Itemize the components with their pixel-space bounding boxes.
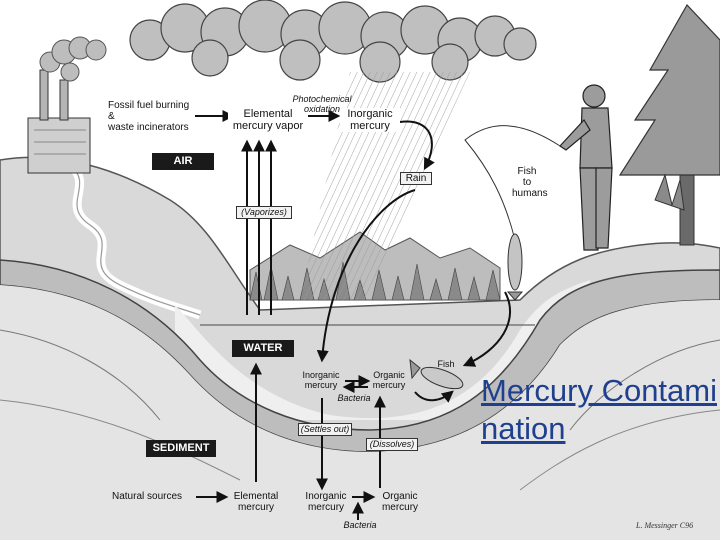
lake-water (175, 280, 590, 420)
fisherman (559, 84, 613, 251)
clouds (129, 0, 537, 83)
inorganic-water-label: Inorganic mercury (302, 370, 340, 390)
sediment-tag: SEDIMENT (146, 440, 216, 457)
bacteria-water-label: Bacteria (337, 393, 371, 403)
vaporizes-box: (Vaporizes) (236, 206, 292, 219)
elemental-vapor-label: Elemental mercury vapor (228, 108, 308, 132)
flow-arrows (195, 110, 511, 520)
elemental-sediment-label: Elemental mercury (233, 491, 279, 513)
settles-out-box: (Settles out) (298, 423, 352, 436)
smoke (39, 36, 107, 82)
rain-box: Rain (400, 172, 432, 185)
dissolves-box: (Dissolves) (366, 438, 418, 451)
bacteria-sediment-label: Bacteria (343, 520, 377, 530)
factory (27, 69, 91, 174)
water-tag: WATER (232, 340, 294, 357)
organic-sediment-label: Organic mercury (381, 491, 419, 513)
ground-contours (0, 329, 720, 431)
arrow-fish-up (462, 291, 511, 367)
organic-water-label: Organic mercury (372, 370, 406, 390)
natural-sources-label: Natural sources (112, 491, 183, 502)
photochemical-label: Photochemical oxidation (292, 94, 352, 114)
arrow-rain-to-water (316, 189, 416, 363)
arrow-inorganic-to-rain (399, 120, 435, 171)
fish-label: Fish (437, 359, 455, 369)
caught-fish (506, 233, 524, 301)
tree (618, 3, 720, 246)
slide-title[interactable]: Mercury Contamination (481, 373, 717, 446)
inorganic-air-label: Inorganic mercury (340, 108, 400, 132)
fish-to-humans-label: Fish to humans (512, 166, 548, 199)
arrow-organic-to-fish (414, 390, 454, 403)
fishing-line (464, 125, 561, 241)
swimming-fish (409, 358, 464, 390)
fossil-fuel-label: Fossil fuel burning & waste incinerators (108, 100, 190, 133)
artist-signature: L. Messinger C96 (636, 521, 694, 530)
air-tag: AIR (152, 153, 214, 170)
inorganic-sediment-label: Inorganic mercury (305, 491, 347, 513)
